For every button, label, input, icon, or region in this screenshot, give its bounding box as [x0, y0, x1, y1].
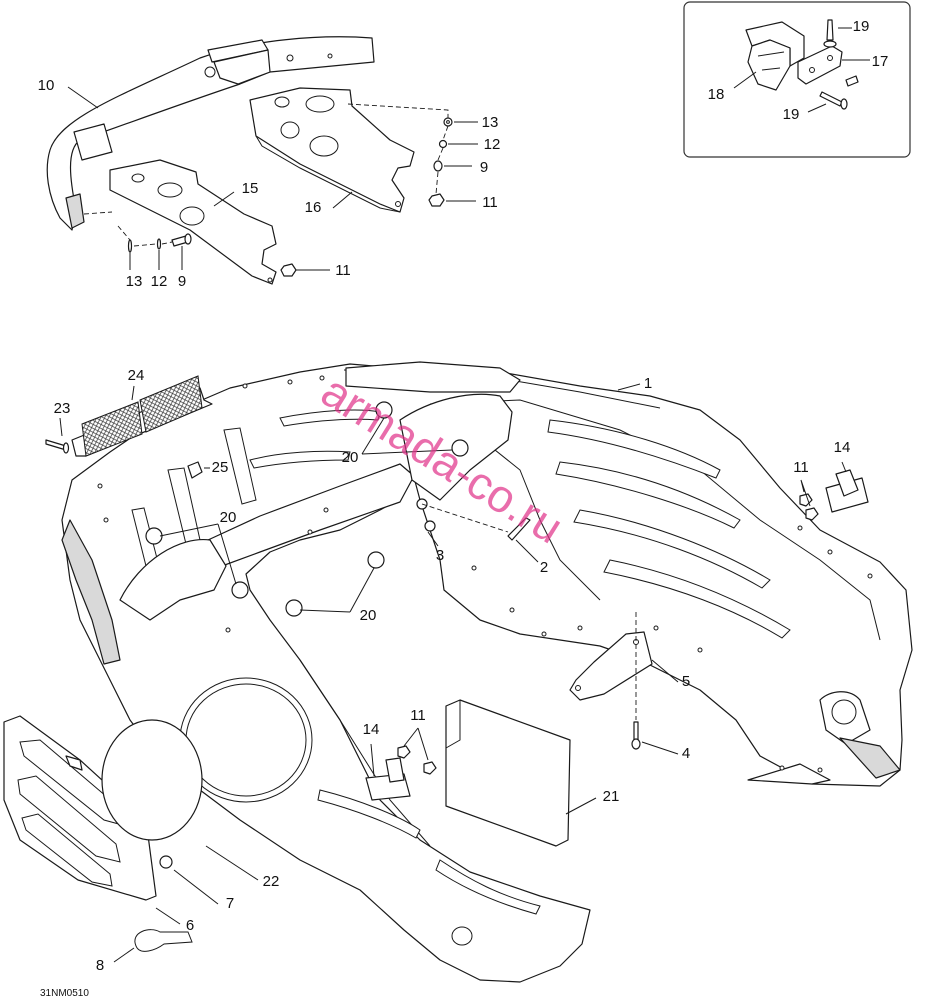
plug-part-7 [159, 855, 219, 905]
nut-part-11-lower [280, 263, 297, 277]
bracket-part-5 [569, 631, 653, 701]
callout-c-11c: 11 [793, 459, 809, 476]
hinge-part-14-right [825, 469, 869, 513]
callout-c-9a: 9 [480, 159, 488, 176]
callout-c-17: 17 [872, 53, 889, 70]
callout-c-13b: 13 [126, 273, 143, 290]
rivet-part-19-lower [819, 75, 859, 110]
nut-part-11-right-b [805, 507, 819, 521]
callout-c-9b: 9 [178, 273, 186, 290]
callout-c-11b: 11 [335, 262, 351, 279]
callout-c-15: 15 [242, 180, 259, 197]
clip-part-25 [187, 461, 203, 479]
nut-part-11-front-a [397, 745, 411, 759]
callout-c-12a: 12 [484, 136, 501, 153]
callout-c-6: 6 [186, 917, 194, 934]
drawing-code: 31NM0510 [40, 988, 89, 999]
callout-c-5: 5 [682, 673, 690, 690]
bolt-part-9-lower [171, 233, 192, 247]
callout-c-25: 25 [212, 459, 229, 476]
bracket-part-15 [109, 159, 277, 285]
washer-part-13-upper [443, 117, 453, 127]
callout-c-3: 3 [436, 547, 444, 564]
washer-part-3-b [424, 520, 436, 532]
side-cover-part-6 [3, 715, 157, 901]
callout-c-22: 22 [263, 873, 280, 890]
callout-c-2: 2 [540, 559, 548, 576]
callout-labels: 1234567899101111111112121313141415161718… [38, 18, 889, 974]
callout-c-19a: 19 [853, 18, 870, 35]
callout-c-1: 1 [644, 375, 652, 392]
clip-part-8 [113, 929, 193, 963]
rivet-part-23 [45, 439, 70, 454]
plug-part-20-b [451, 439, 469, 457]
rivet-part-19-upper [823, 19, 837, 48]
callout-c-20b: 20 [220, 509, 237, 526]
bracket-part-16 [249, 87, 415, 213]
plug-part-20-f [367, 551, 385, 569]
nut-part-11-front-b [423, 761, 437, 775]
vent-grille-part-24 [71, 375, 213, 457]
callout-c-23: 23 [54, 400, 71, 417]
callout-c-20a: 20 [342, 449, 359, 466]
callout-c-10: 10 [38, 77, 55, 94]
plug-part-20-e [285, 599, 303, 617]
hinge-part-14-front [365, 757, 411, 801]
plug-part-20-d [231, 581, 249, 599]
plug-part-20-c [145, 527, 163, 545]
callout-c-11d: 11 [410, 707, 426, 724]
callout-c-20c: 20 [360, 607, 377, 624]
callout-c-16: 16 [305, 199, 322, 216]
callout-c-13a: 13 [482, 114, 499, 131]
washer-part-13-lower [127, 239, 133, 253]
rivet-part-2 [507, 517, 531, 541]
callout-c-14a: 14 [834, 439, 851, 456]
callout-c-4: 4 [682, 745, 690, 762]
callout-c-19b: 19 [783, 106, 800, 123]
callout-c-14b: 14 [363, 721, 380, 738]
lockwasher-part-12-upper [438, 139, 448, 149]
bracket-part-18 [745, 21, 805, 91]
bolt-part-9-upper [433, 160, 443, 172]
callout-c-18: 18 [708, 86, 725, 103]
rivet-part-4 [631, 721, 641, 750]
cover-disc-part-22 [101, 719, 259, 881]
plate-part-17 [797, 45, 843, 85]
callout-c-7: 7 [226, 895, 234, 912]
callout-c-11a: 11 [482, 194, 498, 211]
callout-c-8: 8 [96, 957, 104, 974]
callout-c-24: 24 [128, 367, 145, 384]
nut-part-11-upper [428, 193, 445, 207]
insulation-panel-part-21 [445, 699, 597, 847]
bumper-part-10 [46, 36, 375, 231]
belly-pan-part-1 [61, 361, 913, 983]
inset-detail-box [683, 1, 911, 158]
lockwasher-part-12-lower [156, 238, 162, 250]
callout-c-21: 21 [603, 788, 620, 805]
callout-c-12b: 12 [151, 273, 168, 290]
